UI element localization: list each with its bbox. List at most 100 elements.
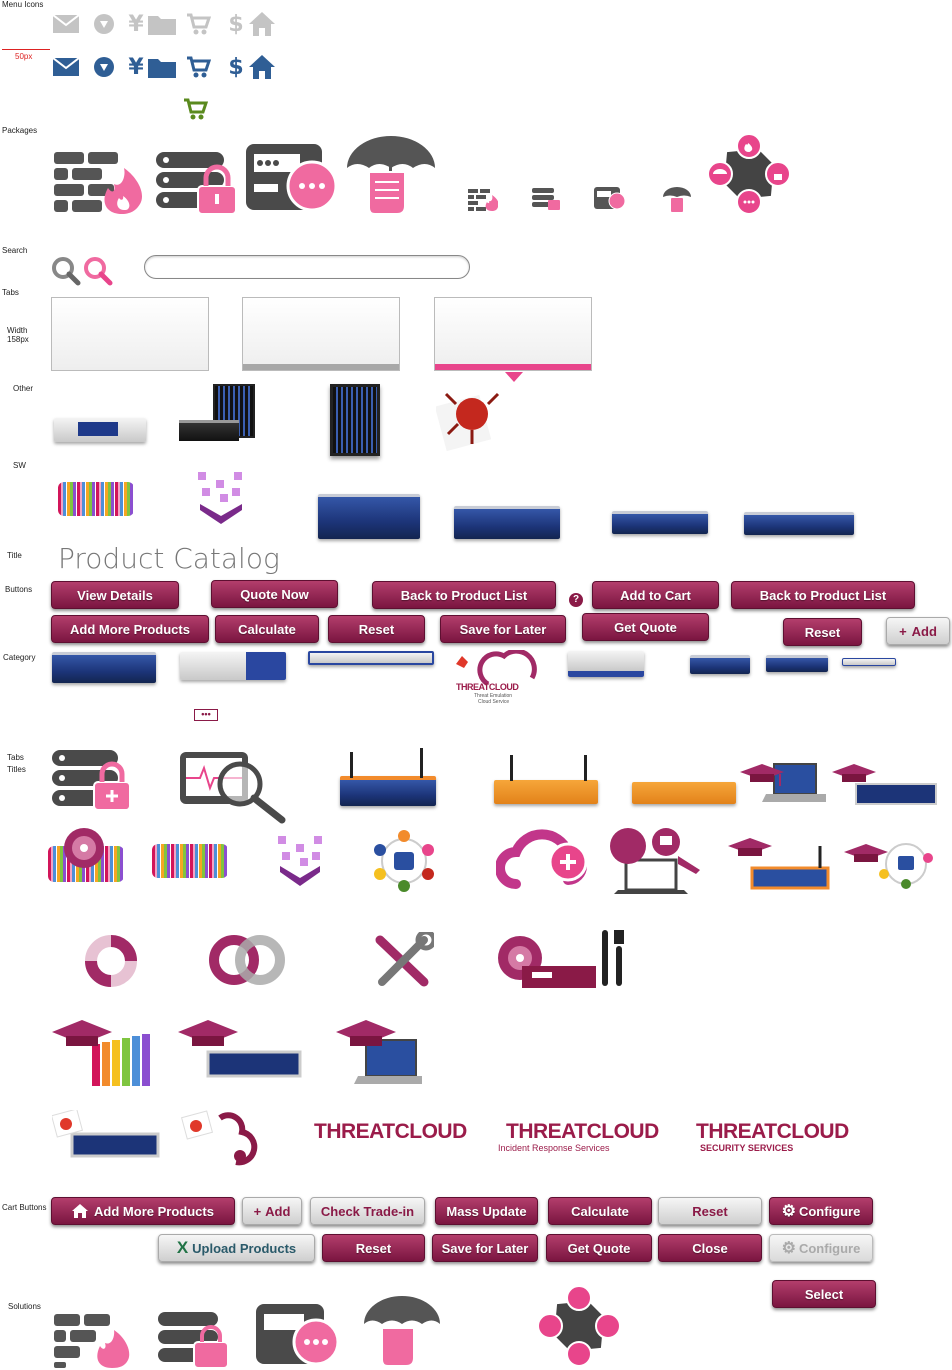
sw-cubes-image[interactable] xyxy=(190,470,252,526)
search-icon[interactable] xyxy=(50,255,116,287)
folder-icon[interactable] xyxy=(148,10,176,38)
blades-icon[interactable] xyxy=(152,844,228,878)
solution-device-icon[interactable] xyxy=(254,1302,338,1368)
tools-icon[interactable] xyxy=(372,929,437,990)
mail-firewall-laptop-icon[interactable] xyxy=(608,826,708,896)
dollar-icon[interactable]: $ xyxy=(228,54,244,80)
training-appliance-icon[interactable] xyxy=(832,762,938,808)
solution-firewall-icon[interactable] xyxy=(52,1300,136,1368)
reset-button-2[interactable]: Reset xyxy=(783,618,862,646)
security-network-icon[interactable] xyxy=(372,830,436,892)
cart-reset-button[interactable]: Reset xyxy=(658,1197,762,1225)
sw-blades-image[interactable] xyxy=(58,482,134,516)
server-lock-package-icon[interactable] xyxy=(154,150,238,216)
mass-update-button[interactable]: Mass Update xyxy=(435,1197,538,1225)
appliance-image[interactable] xyxy=(54,418,146,442)
training-router-icon[interactable] xyxy=(728,836,830,892)
appliance-orange-image[interactable] xyxy=(632,782,736,804)
folder-icon[interactable] xyxy=(148,53,176,81)
help-icon[interactable]: ? xyxy=(569,593,583,607)
solution-umbrella-icon[interactable] xyxy=(362,1294,442,1370)
home-icon[interactable] xyxy=(248,10,276,38)
chassis-tower-image[interactable] xyxy=(330,384,380,456)
tab-hover[interactable] xyxy=(242,297,400,371)
solution-server-lock-icon[interactable] xyxy=(156,1310,230,1370)
category-appliance-3[interactable] xyxy=(308,651,434,665)
category-appliance-2[interactable] xyxy=(180,652,286,680)
category-appliance-5[interactable] xyxy=(690,655,750,674)
more-options-icon[interactable]: ••• xyxy=(194,709,218,721)
training-laptop-icon[interactable] xyxy=(740,760,830,808)
overlap-rings-icon[interactable] xyxy=(206,930,290,990)
add-button[interactable]: + Add xyxy=(886,617,950,645)
threat-cloud-icon[interactable] xyxy=(180,1110,270,1166)
configure-button[interactable]: ⚙ Configure xyxy=(769,1197,873,1225)
router-orange-blue-image[interactable] xyxy=(340,776,436,806)
security-hub-icon[interactable] xyxy=(706,132,792,216)
yen-icon[interactable]: ¥ xyxy=(128,54,144,80)
umbrella-small-icon[interactable] xyxy=(662,185,692,213)
device-package-icon[interactable] xyxy=(244,142,338,216)
cart-icon[interactable] xyxy=(184,53,212,81)
save-for-later-button[interactable]: Save for Later xyxy=(440,615,566,643)
cart-get-quote-button[interactable]: Get Quote xyxy=(546,1234,652,1262)
appliance-small-image[interactable] xyxy=(612,511,708,534)
appliance-wide-image[interactable] xyxy=(744,512,854,535)
appliance-medium-image[interactable] xyxy=(454,506,560,539)
training-network-icon[interactable] xyxy=(844,838,934,890)
donut-chart-icon[interactable] xyxy=(84,934,138,988)
disc-blades-icon[interactable] xyxy=(48,826,124,882)
mail-icon[interactable] xyxy=(52,10,80,38)
training-laptop-icon-2[interactable] xyxy=(336,1018,422,1090)
cart-icon[interactable] xyxy=(184,10,212,38)
home-icon[interactable] xyxy=(248,53,276,81)
cart-icon-green[interactable] xyxy=(182,96,212,124)
cart-calculate-button[interactable]: Calculate xyxy=(548,1197,652,1225)
cart-save-for-later-button[interactable]: Save for Later xyxy=(432,1234,538,1262)
cart-add-button[interactable]: + Add xyxy=(242,1197,302,1225)
select-button[interactable]: Select xyxy=(772,1280,876,1308)
appliance-large-image[interactable] xyxy=(318,494,420,539)
device-small-icon[interactable] xyxy=(594,186,626,212)
calculate-button[interactable]: Calculate xyxy=(215,615,319,643)
category-appliance-7[interactable] xyxy=(842,658,896,666)
cloud-add-icon[interactable] xyxy=(495,826,594,892)
threat-appliance-icon[interactable] xyxy=(50,1108,162,1158)
check-trade-in-button[interactable]: Check Trade-in xyxy=(310,1197,425,1225)
reset-button[interactable]: Reset xyxy=(328,615,425,643)
umbrella-package-icon[interactable] xyxy=(345,134,437,218)
category-appliance-6[interactable] xyxy=(766,655,828,672)
cubes-icon[interactable] xyxy=(270,834,330,888)
disc-appliance-tools-icon[interactable] xyxy=(496,928,638,990)
cart-add-more-products-button[interactable]: Add More Products xyxy=(51,1197,235,1225)
search-input[interactable] xyxy=(144,255,470,279)
close-button[interactable]: Close xyxy=(658,1234,762,1262)
category-appliance-1[interactable] xyxy=(52,652,156,683)
tab-active[interactable] xyxy=(434,297,592,371)
category-appliance-4[interactable] xyxy=(568,651,644,677)
add-more-products-button[interactable]: Add More Products xyxy=(51,615,209,643)
back-to-product-list-button-2[interactable]: Back to Product List xyxy=(731,581,915,609)
dollar-icon[interactable]: $ xyxy=(228,11,244,37)
back-to-product-list-button[interactable]: Back to Product List xyxy=(372,581,556,609)
solution-hub-icon[interactable] xyxy=(536,1284,622,1368)
download-icon[interactable] xyxy=(90,10,118,38)
view-details-button[interactable]: View Details xyxy=(51,581,179,609)
firewall-small-icon[interactable] xyxy=(468,187,499,211)
download-icon[interactable] xyxy=(90,53,118,81)
add-to-cart-button[interactable]: Add to Cart xyxy=(592,581,719,609)
cart-reset-button-2[interactable]: Reset xyxy=(322,1234,425,1262)
mail-icon[interactable] xyxy=(52,53,80,81)
threat-bug-image[interactable] xyxy=(434,386,506,452)
training-blades-icon[interactable] xyxy=(52,1018,154,1090)
server-add-icon[interactable] xyxy=(50,748,132,812)
get-quote-button[interactable]: Get Quote xyxy=(582,613,709,641)
server-lock-small-icon[interactable] xyxy=(532,187,562,211)
firewall-package-icon[interactable] xyxy=(52,150,148,216)
monitoring-icon[interactable] xyxy=(178,750,288,824)
threatcloud-logo[interactable]: THREATCLOUD Threat Emulation Cloud Servi… xyxy=(452,650,544,710)
yen-icon[interactable]: ¥ xyxy=(128,11,144,37)
upload-products-button[interactable]: X Upload Products xyxy=(158,1234,315,1262)
chassis-appliance-image[interactable] xyxy=(179,384,255,444)
quote-now-button[interactable]: Quote Now xyxy=(211,580,338,608)
